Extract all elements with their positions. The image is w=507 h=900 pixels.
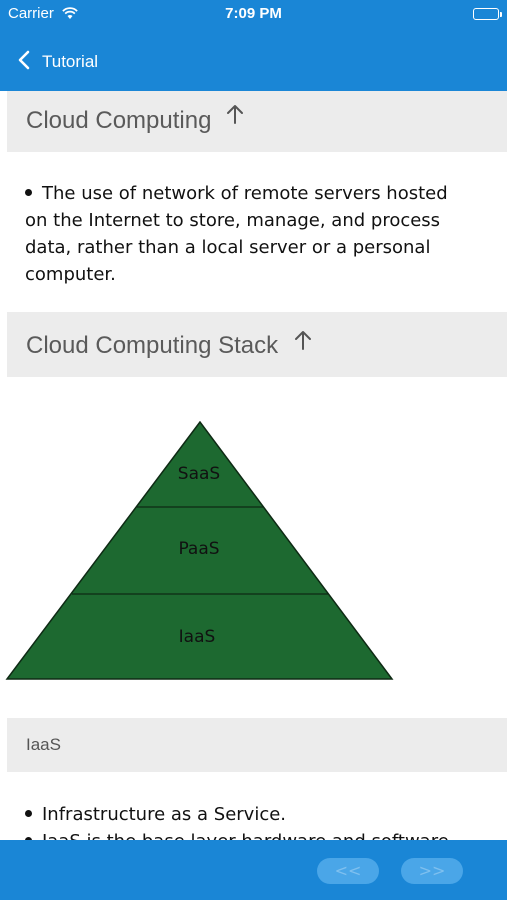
- back-button[interactable]: Tutorial: [18, 50, 98, 74]
- list-item: IaaS is the base layer hardware and soft…: [25, 828, 475, 840]
- bullet-icon: [25, 188, 32, 196]
- arrow-up-icon[interactable]: [225, 103, 245, 129]
- chevron-left-icon: [18, 50, 30, 74]
- arrow-up-icon[interactable]: [293, 329, 313, 355]
- section-title: IaaS: [26, 735, 61, 754]
- back-button-label: Tutorial: [42, 52, 99, 71]
- bottom-toolbar: << >>: [0, 840, 507, 900]
- bullet-text: IaaS is the base layer hardware and soft…: [42, 831, 449, 840]
- pyramid-shape: [5, 421, 394, 680]
- list-item: The use of network of remote servers hos…: [25, 180, 475, 288]
- pyramid-layer-paas: PaaS: [178, 539, 219, 559]
- carrier-label: Carrier: [8, 5, 54, 22]
- previous-button[interactable]: <<: [317, 858, 379, 884]
- bullet-text: Infrastructure as a Service.: [42, 804, 287, 825]
- bullet-icon: [25, 836, 32, 840]
- section-title: Cloud Computing Stack: [26, 332, 279, 359]
- status-bar: Carrier 7:09 PM: [0, 0, 507, 30]
- pyramid-layer-iaas: IaaS: [179, 627, 216, 647]
- section-header-cloud-computing[interactable]: Cloud Computing: [7, 91, 507, 152]
- navigation-bar: Tutorial: [0, 30, 507, 91]
- section-title: Cloud Computing: [26, 107, 212, 134]
- status-time: 7:09 PM: [225, 5, 282, 22]
- bullet-text: The use of network of remote servers hos…: [25, 183, 448, 285]
- cloud-stack-pyramid: SaaS PaaS IaaS: [5, 421, 394, 680]
- battery-icon: [473, 8, 502, 20]
- pyramid-layer-saas: SaaS: [178, 464, 220, 484]
- next-button[interactable]: >>: [401, 858, 463, 884]
- list-item: Infrastructure as a Service.: [25, 801, 475, 828]
- tutorial-content[interactable]: Cloud Computing The use of network of re…: [0, 91, 507, 840]
- bullet-icon: [25, 809, 32, 817]
- section-header-cloud-computing-stack[interactable]: Cloud Computing Stack: [7, 312, 507, 377]
- section-header-iaas[interactable]: IaaS: [7, 718, 507, 772]
- wifi-icon: [62, 5, 78, 24]
